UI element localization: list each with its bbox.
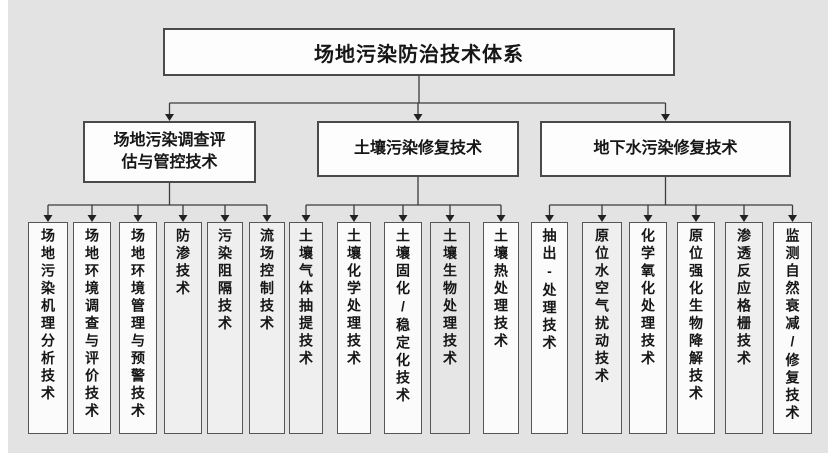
- page-margin: [0, 0, 8, 453]
- leaf-node-label: 土壤化学处理技术: [346, 228, 362, 368]
- leaf-node-label: 原位水空气扰动技术: [594, 228, 610, 386]
- leaf-node: 土壤化学处理技术: [337, 222, 371, 434]
- leaf-node-label: 污染阻隔技术: [217, 228, 233, 333]
- leaf-node-label: 流场控制技术: [259, 228, 275, 333]
- leaf-node: 场地污染机理分析技术: [28, 222, 68, 434]
- leaf-node: 土壤气体抽提技术: [289, 222, 323, 434]
- leaf-node-label: 化学氧化处理技术: [640, 228, 656, 368]
- root-node: 场地污染防治技术体系: [163, 28, 675, 76]
- leaf-node-label: 土壤热处理技术: [493, 228, 509, 351]
- leaf-node: 污染阻隔技术: [207, 222, 243, 434]
- leaf-node: 防渗技术: [164, 222, 202, 434]
- leaf-node-label: 渗透反应格栅技术: [736, 228, 752, 368]
- leaf-node-label: 土壤固化/稳定化技术: [395, 228, 411, 405]
- leaf-node: 场地环境管理与预警技术: [119, 222, 157, 434]
- leaf-node-label: 抽出-处理技术: [541, 228, 558, 353]
- leaf-node-label: 监测自然衰减/修复技术: [784, 228, 801, 423]
- branch-node-investigation: 场地污染调查评估与管控技术: [83, 121, 256, 183]
- leaf-node: 原位水空气扰动技术: [582, 222, 622, 434]
- leaf-node: 化学氧化处理技术: [629, 222, 667, 434]
- leaf-node-label: 土壤气体抽提技术: [298, 228, 314, 368]
- leaf-node: 抽出-处理技术: [531, 222, 568, 434]
- leaf-node-label: 场地环境调查与评价技术: [84, 228, 100, 421]
- leaf-node: 渗透反应格栅技术: [725, 222, 763, 434]
- leaf-node: 原位强化生物降解技术: [677, 222, 715, 434]
- leaf-node: 土壤热处理技术: [483, 222, 519, 434]
- root-node-label: 场地污染防治技术体系: [314, 43, 524, 66]
- branch-node-label: 场地污染调查评估与管控技术: [113, 131, 226, 171]
- leaf-node-label: 场地污染机理分析技术: [40, 228, 56, 403]
- leaf-node: 土壤固化/稳定化技术: [384, 222, 422, 434]
- leaf-node: 场地环境调查与评价技术: [73, 222, 111, 434]
- leaf-node-label: 原位强化生物降解技术: [688, 228, 704, 403]
- branch-node-label: 地下水污染修复技术: [593, 139, 738, 157]
- leaf-node-label: 土壤生物处理技术: [442, 228, 458, 368]
- leaf-node: 土壤生物处理技术: [430, 222, 470, 434]
- branch-node-label: 土壤污染修复技术: [353, 139, 482, 157]
- branch-node-groundwater-remediation: 地下水污染修复技术: [540, 121, 791, 177]
- leaf-node-label: 防渗技术: [175, 228, 191, 298]
- leaf-node-label: 场地环境管理与预警技术: [130, 228, 146, 421]
- branch-node-soil-remediation: 土壤污染修复技术: [317, 121, 519, 177]
- leaf-node: 监测自然衰减/修复技术: [773, 222, 812, 434]
- leaf-node: 流场控制技术: [249, 222, 285, 434]
